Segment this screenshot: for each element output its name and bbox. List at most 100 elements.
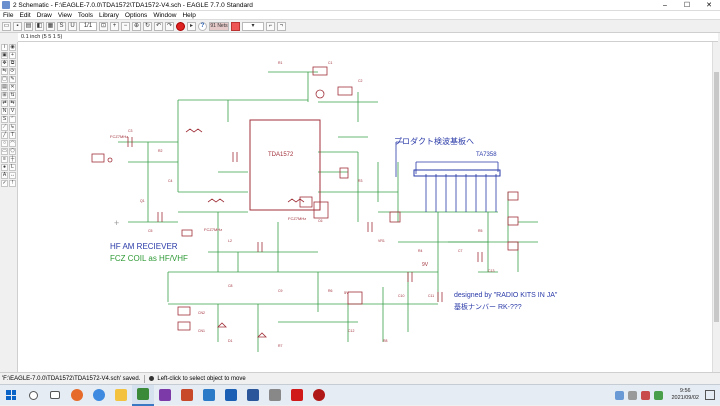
save-icon[interactable]: ▪ xyxy=(13,21,22,31)
menu-draw[interactable]: Draw xyxy=(36,11,52,19)
tray-volume-icon[interactable] xyxy=(628,390,638,400)
delete-icon[interactable]: ✕ xyxy=(9,84,16,91)
files-icon[interactable] xyxy=(264,385,286,406)
copy-icon[interactable]: ⧉ xyxy=(9,60,16,67)
powerpoint-icon[interactable] xyxy=(176,385,198,406)
print-icon[interactable]: ▤ xyxy=(24,21,33,31)
zoom-in-icon[interactable]: + xyxy=(110,21,119,31)
rect-icon[interactable]: ▭ xyxy=(1,148,8,155)
text-icon[interactable]: T xyxy=(9,132,16,139)
svg-text:CN1: CN1 xyxy=(198,329,205,333)
help-icon[interactable]: ? xyxy=(198,21,207,31)
wire-style-icon[interactable]: ⌐ xyxy=(266,21,275,31)
go-icon[interactable]: ▸ xyxy=(187,21,196,31)
vertical-scrollbar[interactable] xyxy=(712,42,720,372)
maximize-button[interactable]: ☐ xyxy=(683,1,691,9)
zoom-out-icon[interactable]: − xyxy=(121,21,130,31)
menu-file[interactable]: File xyxy=(3,11,14,19)
display-icon[interactable]: ▣ xyxy=(1,52,8,59)
info-icon[interactable]: i xyxy=(1,44,8,51)
menu-edit[interactable]: Edit xyxy=(19,11,31,19)
onenote-icon[interactable] xyxy=(154,385,176,406)
word-icon[interactable] xyxy=(242,385,264,406)
firefox-icon[interactable] xyxy=(66,385,88,406)
polygon-icon[interactable]: ⬠ xyxy=(9,148,16,155)
redraw-icon[interactable]: ↻ xyxy=(143,21,152,31)
windows-taskbar: 9:56 2021/09/02 xyxy=(0,384,720,406)
color-swatch[interactable] xyxy=(231,21,240,31)
paste-icon[interactable]: ▤ xyxy=(1,84,8,91)
name-icon[interactable]: N xyxy=(1,108,8,115)
style-combo[interactable]: ▾ xyxy=(242,21,264,31)
change-icon[interactable]: ✎ xyxy=(9,76,16,83)
zoom-fit-icon[interactable]: ⊡ xyxy=(99,21,108,31)
junction-icon[interactable]: ● xyxy=(1,164,8,171)
notification-icon[interactable] xyxy=(705,390,715,400)
redo-icon[interactable]: ↷ xyxy=(165,21,174,31)
invoke-icon[interactable]: ↳ xyxy=(9,124,16,131)
circle-icon[interactable]: ○ xyxy=(1,140,8,147)
miter-icon[interactable]: ⌜ xyxy=(9,116,16,123)
svg-text:CN2: CN2 xyxy=(198,311,205,315)
chrome-icon[interactable] xyxy=(88,385,110,406)
task-view-icon[interactable] xyxy=(44,385,66,406)
stop-icon[interactable] xyxy=(176,21,185,31)
show-icon[interactable]: ◉ xyxy=(9,44,16,51)
cam-icon[interactable]: ◧ xyxy=(35,21,44,31)
board-icon[interactable]: ▦ xyxy=(46,21,55,31)
zoom-select-icon[interactable]: ⊕ xyxy=(132,21,141,31)
explorer-icon[interactable] xyxy=(110,385,132,406)
bus-lines xyxy=(395,141,499,212)
net-icon[interactable]: ┼ xyxy=(9,156,16,163)
group-icon[interactable]: ▢ xyxy=(1,76,8,83)
bus-icon[interactable]: ≡ xyxy=(1,156,8,163)
menu-options[interactable]: Options xyxy=(124,11,148,19)
mirror-icon[interactable]: ⇋ xyxy=(1,68,8,75)
split-icon[interactable]: ⟋ xyxy=(1,124,8,131)
tray-network-icon[interactable] xyxy=(615,390,625,400)
app-red-icon[interactable] xyxy=(308,385,330,406)
menu-help[interactable]: Help xyxy=(182,11,196,19)
pinswap-icon[interactable]: ⇅ xyxy=(9,92,16,99)
menu-window[interactable]: Window xyxy=(153,11,177,19)
outlook-icon[interactable] xyxy=(220,385,242,406)
start-button[interactable] xyxy=(0,385,22,406)
open-icon[interactable]: ▭ xyxy=(2,21,11,31)
photos-icon[interactable] xyxy=(198,385,220,406)
menu-tools[interactable]: Tools xyxy=(77,11,94,19)
menu-view[interactable]: View xyxy=(57,11,72,19)
layer-combo[interactable]: 91 Nets xyxy=(209,21,229,31)
menu-library[interactable]: Library xyxy=(99,11,119,19)
gateswap-icon[interactable]: ⇆ xyxy=(9,100,16,107)
arc-icon[interactable]: ◠ xyxy=(9,140,16,147)
smash-icon[interactable]: S xyxy=(1,116,8,123)
net-style-icon[interactable]: ¬ xyxy=(277,21,286,31)
erc-icon[interactable]: ✓ xyxy=(1,180,8,187)
svg-text:C3: C3 xyxy=(128,129,133,133)
tray-security-icon[interactable] xyxy=(654,390,664,400)
tray-app-icon[interactable] xyxy=(641,390,651,400)
ulp-icon[interactable]: U xyxy=(68,21,77,31)
move-icon[interactable]: ✥ xyxy=(1,60,8,67)
minimize-button[interactable]: – xyxy=(663,1,667,9)
close-button[interactable]: ✕ xyxy=(706,1,712,9)
sheet-combo[interactable]: 1/1 xyxy=(79,21,97,31)
search-icon[interactable] xyxy=(22,385,44,406)
attribute-icon[interactable]: A xyxy=(1,172,8,179)
undo-icon[interactable]: ↶ xyxy=(154,21,163,31)
script-icon[interactable]: S xyxy=(57,21,66,31)
rotate-icon[interactable]: ⟳ xyxy=(9,68,16,75)
clock[interactable]: 9:56 2021/09/02 xyxy=(665,388,705,402)
add-icon[interactable]: ⊞ xyxy=(1,92,8,99)
dimension-icon[interactable]: ↔ xyxy=(9,172,16,179)
mark-icon[interactable]: + xyxy=(9,52,16,59)
errors-icon[interactable]: ! xyxy=(9,180,16,187)
replace-icon[interactable]: ⇄ xyxy=(1,100,8,107)
label-icon[interactable]: L xyxy=(9,164,16,171)
scroll-thumb[interactable] xyxy=(714,72,719,322)
value-icon[interactable]: V xyxy=(9,108,16,115)
acrobat-icon[interactable] xyxy=(286,385,308,406)
wire-icon[interactable]: ╱ xyxy=(1,132,8,139)
eagle-taskbar-icon[interactable] xyxy=(132,384,154,406)
